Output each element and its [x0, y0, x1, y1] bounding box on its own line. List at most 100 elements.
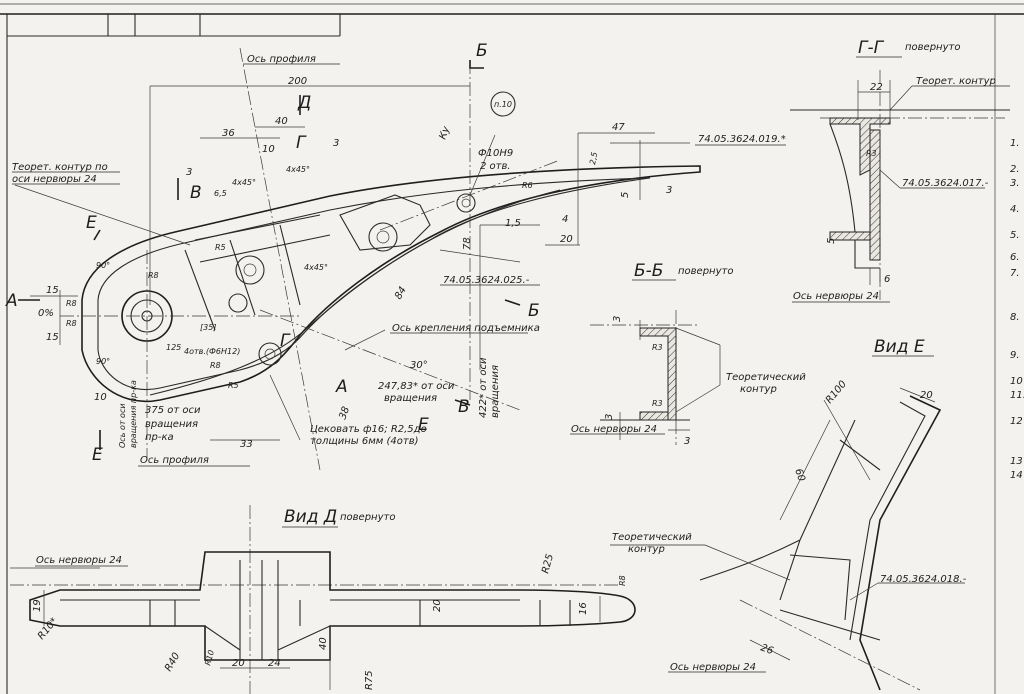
dim-20: 20 [560, 234, 573, 245]
note-number: 4. [1010, 204, 1020, 215]
section-bb-suffix: повернуто [678, 266, 733, 277]
dim-247-83-l1: 247,83* от оси [378, 381, 455, 392]
r5-label-a: R5 [215, 243, 226, 252]
ref-019: 74.05.3624.019.* [698, 134, 786, 145]
dim-10: 10 [262, 144, 275, 155]
counterbore-note-l2: толщины 6мм (4отв) [310, 436, 419, 447]
part-ref-bubble: п.10 [494, 100, 512, 109]
section-bb-theor-l2: контур [740, 384, 777, 395]
section-markers: Д Г Г В В Б Б Е Е Е А А [5, 41, 540, 465]
chamfer-1: 4х45° [232, 178, 256, 187]
note-number: 10 [1010, 376, 1023, 387]
dim-10b: 10 [94, 392, 107, 403]
note-number: 5. [1010, 230, 1020, 241]
dim-3c: 3 [666, 185, 672, 196]
section-gg-title: Г-Г [858, 38, 885, 58]
chamfer-2: 4х45° [286, 165, 310, 174]
view-e-dim-60: 60 [792, 467, 807, 483]
section-gg: Г-Г повернуто 22 6 5 R3 Теорет. контур 7… [790, 38, 1010, 303]
note-number: 14 [1010, 470, 1023, 481]
dim-375-l1: 375 от оси [145, 405, 201, 416]
view-d-suffix: повернуто [340, 512, 395, 523]
dim-3a: 3 [333, 138, 339, 149]
view-e-theor-l1: Теоретический [612, 532, 692, 543]
section-bb: Б-Б повернуто Теоретический контур R3 R3… [570, 261, 806, 447]
axis-rot-note-l1: Ось от оси [118, 403, 127, 448]
dim-5: 5 [620, 192, 631, 198]
section-letter-b2: Б [528, 301, 540, 321]
boss-hole-2 [228, 293, 248, 313]
section-letter-b: Б [476, 41, 488, 61]
dim-33: 33 [240, 439, 253, 450]
profile-axis-label: Ось профиля [247, 54, 316, 65]
view-d-rib-axis: Ось нервюры 24 [36, 555, 122, 566]
dim-422-l1: 422* от оси [478, 357, 489, 418]
section-letter-e3: Е [92, 445, 103, 465]
section-bb-dim-3b: 3 [604, 414, 615, 420]
section-letter-v2: В [458, 397, 470, 417]
theor-contour-note-l2: оси нервюры 24 [12, 174, 97, 185]
dim-15a: 15 [46, 285, 59, 296]
view-d-title: Вид Д [284, 507, 337, 527]
note-number: 6. [1010, 252, 1020, 263]
view-e-title: Вид Е [874, 337, 925, 357]
section-letter-a2: А [335, 377, 348, 397]
lower-flange [149, 189, 561, 396]
section-letter-e: Е [86, 213, 97, 233]
section-bb-r3a: R3 [652, 343, 663, 352]
hole-note-l2: 2 отв. [480, 161, 511, 172]
ku-label: Ку [437, 124, 452, 141]
view-d-r8: R8 [618, 575, 627, 586]
view-e-dim-20: 20 [920, 390, 933, 401]
section-bb-dim-3c: 3 [684, 436, 690, 447]
view-e-ref: 74.05.3624.018.- [880, 574, 967, 585]
view-d-dim-20b: 20 [432, 599, 443, 612]
dim-200: 200 [288, 76, 307, 87]
section-gg-theor-contour: Теорет. контур [916, 76, 996, 87]
boss-hole-3 [258, 342, 282, 366]
view-d-dim-24: 24 [268, 658, 281, 669]
note-number: 11. [1010, 390, 1024, 401]
view-d-r75: R75 [364, 670, 375, 690]
r8-label-c: R8 [148, 271, 159, 280]
note-number: 7. [1010, 268, 1020, 279]
note-number: 2. [1010, 164, 1020, 175]
note-number: 9. [1010, 350, 1020, 361]
dim-6-5: 6,5 [214, 189, 227, 198]
r8-label-d: R8 [210, 361, 221, 370]
axis-rot-note-l2: вращения пр-ка [129, 380, 138, 448]
r8-label-b: R8 [66, 319, 77, 328]
dim-90b: 90° [96, 357, 110, 366]
main-view-labels: Ось профиля Ось профиля Теорет. контур п… [12, 54, 786, 466]
dim-4: 4 [562, 214, 568, 225]
section-gg-dim-22: 22 [870, 82, 883, 93]
view-d-dim-40: 40 [318, 637, 329, 650]
theor-contour-note-l1: Теорет. контур по [12, 162, 108, 173]
section-letter-d: Д [297, 93, 311, 113]
dim-125: 125 [166, 343, 181, 352]
dim-35: [35] [200, 323, 216, 332]
view-d-dim-16: 16 [578, 602, 589, 615]
section-gg-suffix: повернуто [905, 42, 960, 53]
hole-note-l1: Ф10Н9 [478, 148, 513, 159]
section-gg-rib-axis: Ось нервюры 24 [793, 291, 879, 302]
dim-78: 78 [462, 237, 473, 250]
dim-40: 40 [275, 116, 288, 127]
profile-axis-label-bottom: Ось профиля [140, 455, 209, 466]
view-e-rib-axis: Ось нервюры 24 [670, 662, 756, 673]
view-d-r10: R10 [203, 649, 216, 667]
view-d-dim-19: 19 [32, 599, 43, 612]
section-gg-dim-5: 5 [826, 238, 837, 244]
dim-38: 38 [337, 405, 352, 421]
dim-0pct: 0% [38, 308, 54, 319]
dim-47: 47 [612, 122, 625, 133]
view-e: Вид Е R100 20 60 26 Теоретический контур… [610, 337, 967, 691]
main-view [12, 47, 786, 471]
attach-axis-label: Ось крепления подъемника [392, 323, 540, 334]
r6-label: R6 [522, 181, 533, 190]
dim-422-l2: вращения [490, 365, 501, 418]
view-d: Вид Д повернуто Ось нервюры 24 19 R10* R… [10, 505, 636, 694]
r8-label-a: R8 [66, 299, 77, 308]
